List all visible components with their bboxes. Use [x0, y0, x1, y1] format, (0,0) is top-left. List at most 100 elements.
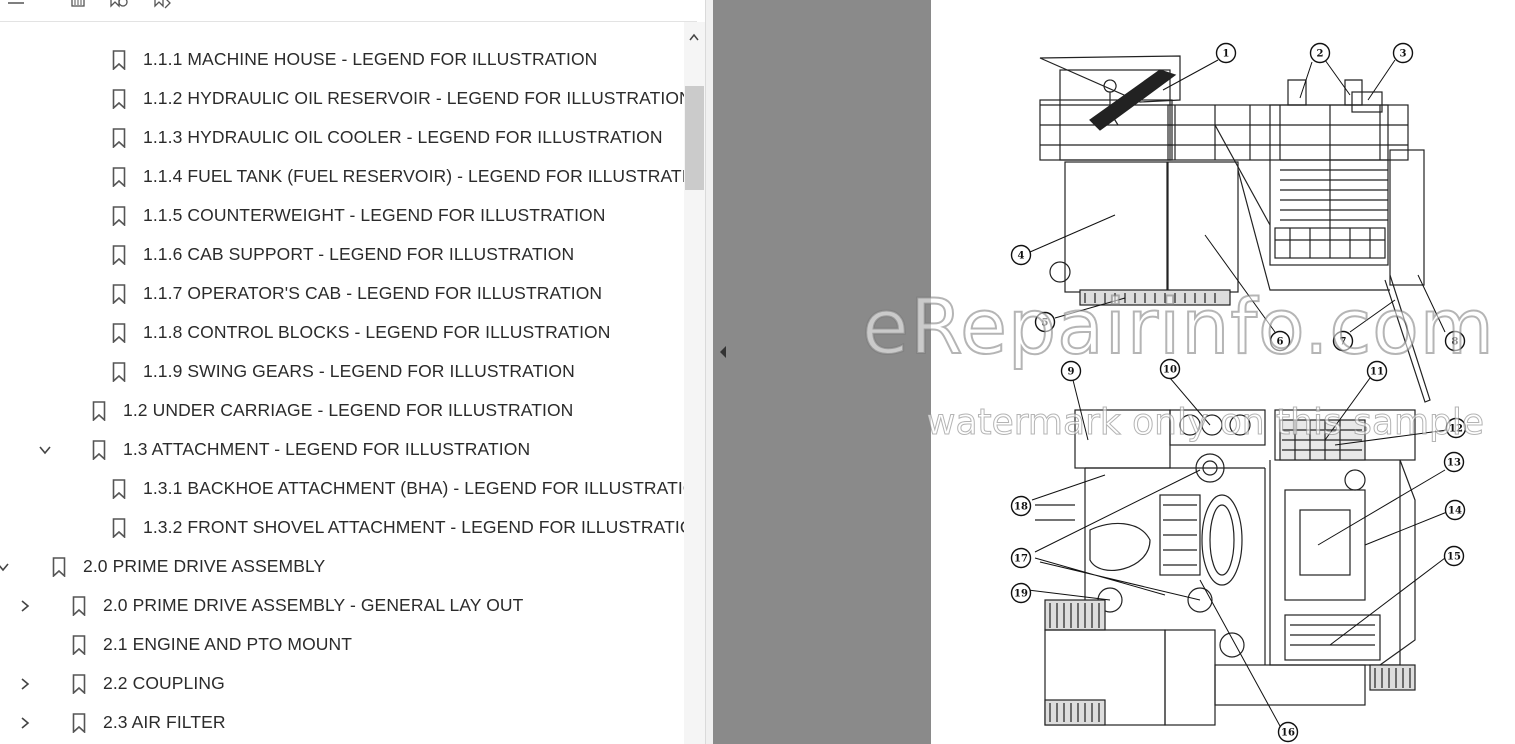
bookmark-label: 1.1.4 FUEL TANK (FUEL RESERVOIR) - LEGEN…	[143, 166, 714, 186]
delete-bookmark-icon[interactable]	[68, 0, 88, 10]
bookmark-icon	[112, 323, 126, 343]
bookmark-label: 2.3 AIR FILTER	[103, 712, 226, 732]
scrollbar-thumb[interactable]	[685, 86, 704, 190]
chevron-right-icon[interactable]	[18, 677, 32, 691]
bookmark-icon	[52, 557, 66, 577]
svg-text:18: 18	[1014, 502, 1028, 513]
chevron-right-icon[interactable]	[18, 599, 32, 613]
bookmark-icon	[92, 401, 106, 421]
callout-13: 13	[1443, 451, 1465, 473]
svg-text:14: 14	[1448, 506, 1462, 517]
bookmark-row[interactable]: 2.3 AIR FILTER	[0, 703, 684, 742]
callout-2: 2	[1309, 42, 1331, 64]
bookmark-row[interactable]: 1.2 UNDER CARRIAGE - LEGEND FOR ILLUSTRA…	[0, 391, 684, 430]
collapse-panel-arrow-icon[interactable]	[718, 345, 728, 359]
bookmark-label: 1.3 ATTACHMENT - LEGEND FOR ILLUSTRATION	[123, 439, 531, 459]
bookmark-row[interactable]: 2.1 ENGINE AND PTO MOUNT	[0, 625, 684, 664]
bookmark-row[interactable]: 1.1.9 SWING GEARS - LEGEND FOR ILLUSTRAT…	[0, 352, 684, 391]
callout-12: 12	[1445, 417, 1467, 439]
callout-6: 6	[1269, 330, 1291, 352]
svg-text:16: 16	[1281, 728, 1295, 739]
bookmark-label: 1.1.9 SWING GEARS - LEGEND FOR ILLUSTRAT…	[143, 361, 575, 381]
expand-bookmark-icon[interactable]	[152, 0, 172, 10]
svg-text:12: 12	[1449, 424, 1463, 435]
bookmark-icon	[112, 245, 126, 265]
scroll-up-arrow-icon[interactable]	[688, 32, 700, 42]
bookmark-label: 1.2 UNDER CARRIAGE - LEGEND FOR ILLUSTRA…	[123, 400, 574, 420]
bookmark-label: 1.1.1 MACHINE HOUSE - LEGEND FOR ILLUSTR…	[143, 49, 598, 69]
bookmark-icon	[112, 50, 126, 70]
svg-text:11: 11	[1370, 367, 1384, 378]
bookmark-row[interactable]: 1.1.1 MACHINE HOUSE - LEGEND FOR ILLUSTR…	[0, 40, 684, 79]
svg-text:2: 2	[1317, 49, 1324, 60]
options-menu-icon[interactable]	[6, 0, 26, 10]
bookmark-label: 1.1.7 OPERATOR'S CAB - LEGEND FOR ILLUST…	[143, 283, 603, 303]
svg-text:10: 10	[1163, 365, 1177, 376]
bookmark-icon	[92, 440, 106, 460]
bookmark-label: 1.1.8 CONTROL BLOCKS - LEGEND FOR ILLUST…	[143, 322, 611, 342]
bookmark-label: 1.1.5 COUNTERWEIGHT - LEGEND FOR ILLUSTR…	[143, 205, 606, 225]
callout-4: 4	[1010, 244, 1032, 266]
bookmark-row[interactable]: 1.1.6 CAB SUPPORT - LEGEND FOR ILLUSTRAT…	[0, 235, 684, 274]
svg-text:9: 9	[1068, 367, 1075, 378]
bookmark-label: 2.2 COUPLING	[103, 673, 225, 693]
bookmark-label: 2.1 ENGINE AND PTO MOUNT	[103, 634, 353, 654]
callout-3: 3	[1392, 42, 1414, 64]
bookmark-row[interactable]: 1.1.7 OPERATOR'S CAB - LEGEND FOR ILLUST…	[0, 274, 684, 313]
chevron-down-icon[interactable]	[0, 560, 10, 574]
bookmark-icon	[72, 713, 86, 733]
pdf-page	[931, 0, 1515, 744]
svg-text:8: 8	[1452, 337, 1459, 348]
bookmark-label: 1.3.1 BACKHOE ATTACHMENT (BHA) - LEGEND …	[143, 478, 710, 498]
callout-9: 9	[1060, 360, 1082, 382]
watermark-main: eRepairinfo.com	[861, 281, 1495, 372]
svg-text:19: 19	[1014, 589, 1028, 600]
bookmark-icon	[112, 362, 126, 382]
bookmark-icon	[112, 518, 126, 538]
bookmark-icon	[112, 479, 126, 499]
callout-7: 7	[1332, 330, 1354, 352]
bookmark-icon	[112, 89, 126, 109]
chevron-right-icon[interactable]	[18, 716, 32, 730]
callout-18: 18	[1010, 495, 1032, 517]
callout-10: 10	[1159, 358, 1181, 380]
callout-5: 5	[1034, 311, 1056, 333]
bookmark-label: 2.0 PRIME DRIVE ASSEMBLY	[83, 556, 326, 576]
bookmark-label: 1.1.3 HYDRAULIC OIL COOLER - LEGEND FOR …	[143, 127, 663, 147]
bookmark-row[interactable]: 1.1.3 HYDRAULIC OIL COOLER - LEGEND FOR …	[0, 118, 684, 157]
bookmark-row[interactable]: 1.1.5 COUNTERWEIGHT - LEGEND FOR ILLUSTR…	[0, 196, 684, 235]
bookmark-icon	[112, 206, 126, 226]
bookmark-row[interactable]: 1.3.1 BACKHOE ATTACHMENT (BHA) - LEGEND …	[0, 469, 709, 508]
svg-text:4: 4	[1018, 251, 1025, 262]
bookmark-row[interactable]: 2.0 PRIME DRIVE ASSEMBLY - GENERAL LAY O…	[0, 586, 684, 625]
bookmark-row[interactable]: 1.1.2 HYDRAULIC OIL RESERVOIR - LEGEND F…	[0, 79, 692, 118]
bookmark-row[interactable]: 1.1.4 FUEL TANK (FUEL RESERVOIR) - LEGEN…	[0, 157, 713, 196]
bookmark-row[interactable]: 2.2 COUPLING	[0, 664, 684, 703]
watermark-sub: watermark only on this sample	[925, 402, 1485, 444]
bookmark-label: 1.1.2 HYDRAULIC OIL RESERVOIR - LEGEND F…	[143, 88, 692, 108]
svg-text:15: 15	[1447, 552, 1461, 563]
bookmark-icon	[72, 596, 86, 616]
callout-1: 1	[1215, 42, 1237, 64]
panel-splitter[interactable]	[705, 0, 713, 744]
bookmark-row[interactable]: 2.0 PRIME DRIVE ASSEMBLY	[0, 547, 684, 586]
bookmark-icon	[112, 128, 126, 148]
svg-text:17: 17	[1014, 554, 1028, 565]
bookmarks-toolbar	[0, 0, 697, 22]
bookmark-icon	[72, 635, 86, 655]
svg-text:3: 3	[1400, 49, 1407, 60]
bookmark-icon	[112, 167, 126, 187]
bookmark-label: 1.1.6 CAB SUPPORT - LEGEND FOR ILLUSTRAT…	[143, 244, 575, 264]
bookmark-label: 2.0 PRIME DRIVE ASSEMBLY - GENERAL LAY O…	[103, 595, 524, 615]
svg-text:1: 1	[1223, 49, 1230, 60]
callout-14: 14	[1444, 499, 1466, 521]
scrollbar-track[interactable]	[684, 22, 705, 744]
bookmark-label: 1.3.2 FRONT SHOVEL ATTACHMENT - LEGEND F…	[143, 517, 707, 537]
callout-11: 11	[1366, 360, 1388, 382]
add-bookmark-icon[interactable]	[108, 0, 128, 10]
chevron-down-icon[interactable]	[38, 443, 52, 457]
bookmark-row[interactable]: 1.1.8 CONTROL BLOCKS - LEGEND FOR ILLUST…	[0, 313, 684, 352]
bookmark-row[interactable]: 1.3 ATTACHMENT - LEGEND FOR ILLUSTRATION	[0, 430, 684, 469]
bookmark-row[interactable]: 1.3.2 FRONT SHOVEL ATTACHMENT - LEGEND F…	[0, 508, 706, 547]
